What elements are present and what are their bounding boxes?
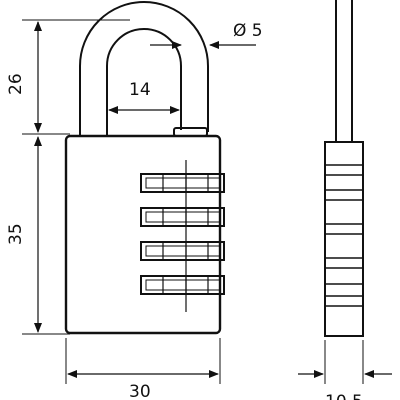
dim-shackle-diameter: Ø 5 — [150, 21, 263, 49]
shackle-diameter-label: Ø 5 — [233, 21, 263, 41]
dim-body-width: 30 — [65, 338, 221, 400]
dim-shackle-inner-width: 14 — [108, 80, 180, 114]
dim-shackle-height: 26 — [6, 19, 130, 135]
side-wheel-ridges — [325, 164, 363, 307]
wheel-outline — [140, 207, 225, 227]
combination-wheel[interactable] — [140, 241, 225, 261]
shackle-inner — [106, 28, 182, 135]
body-height-label: 35 — [6, 223, 26, 245]
body-width-label: 30 — [129, 382, 151, 400]
shackle-inner-width-label: 14 — [129, 80, 151, 100]
combination-wheel[interactable] — [140, 275, 225, 295]
shackle — [79, 1, 209, 137]
wheel-outline — [140, 173, 225, 193]
wheel-inner-outline — [145, 211, 221, 223]
front-view — [64, 1, 225, 335]
wheel-outline — [140, 275, 225, 295]
lock-body — [64, 134, 222, 335]
body-thickness-label: 10,5 — [325, 392, 363, 400]
wheel-inner-outline — [145, 245, 221, 257]
side-body — [324, 141, 364, 337]
dim-body-height: 35 — [6, 136, 70, 335]
wheel-inner-outline — [145, 177, 221, 189]
combination-wheel[interactable] — [140, 173, 225, 193]
wheel-outline — [140, 241, 225, 261]
combination-wheels — [140, 173, 225, 295]
combination-wheel[interactable] — [140, 207, 225, 227]
side-view — [324, 0, 364, 337]
shackle-outer — [79, 1, 209, 135]
dim-body-thickness: 10,5 — [298, 340, 392, 400]
shackle-height-label: 26 — [6, 73, 26, 95]
wheel-inner-outline — [145, 279, 221, 291]
